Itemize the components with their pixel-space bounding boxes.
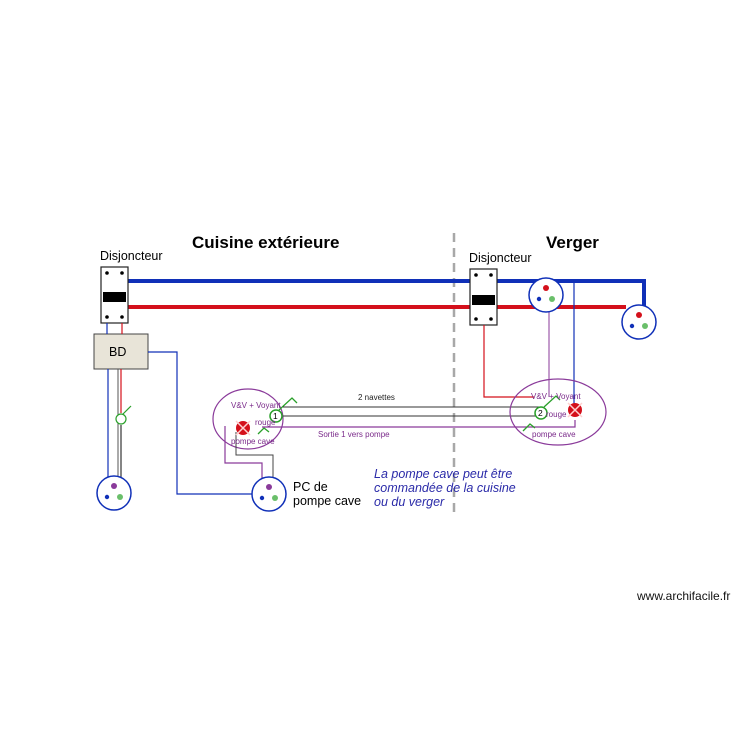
two-way-switch-1 bbox=[269, 409, 283, 423]
switch-left-pompe-cave: pompe cave bbox=[231, 437, 275, 446]
switch-right-vv-label: V&V + Voyant bbox=[531, 392, 581, 401]
title-cuisine-exterieure: Cuisine extérieure bbox=[192, 233, 339, 252]
breaker-right-label: Disjoncteur bbox=[469, 251, 532, 265]
switch-left-vv-label: V&V + Voyant bbox=[231, 401, 281, 410]
outlet-verger-1 bbox=[528, 277, 564, 313]
two-way-switch-2-number: 2 bbox=[538, 408, 543, 418]
outlet-left bbox=[96, 475, 132, 511]
title-verger: Verger bbox=[546, 233, 599, 252]
switch-left-lever bbox=[122, 405, 132, 415]
watermark: www.archifacile.fr bbox=[636, 589, 730, 603]
indicator-lamp-left bbox=[235, 420, 251, 436]
switch-group-right bbox=[509, 378, 607, 446]
two-way-switch-2 bbox=[534, 406, 548, 420]
two-way-switch-2-tick bbox=[522, 423, 536, 432]
wire-phase-right-down bbox=[483, 325, 534, 398]
pc-label-line2: pompe cave bbox=[293, 494, 361, 508]
indicator-lamp-right bbox=[567, 402, 583, 418]
outlet-verger-2 bbox=[621, 304, 657, 340]
note-line2: commandée de la cuisine bbox=[374, 481, 516, 495]
light-switch-left bbox=[115, 413, 127, 425]
wire-bd-to-pc bbox=[148, 351, 252, 495]
breaker-left-label: Disjoncteur bbox=[100, 249, 163, 263]
neutral-main-line bbox=[128, 279, 646, 308]
note-line3: ou du verger bbox=[374, 495, 445, 509]
sortie-label: Sortie 1 vers pompe bbox=[318, 430, 390, 439]
two-way-switch-1-lever bbox=[278, 397, 298, 411]
switch-right-pompe-cave: pompe cave bbox=[532, 430, 576, 439]
bd-box-label: BD bbox=[109, 345, 126, 359]
wire-dark-left-loop bbox=[235, 432, 274, 478]
note-line1: La pompe cave peut être bbox=[374, 467, 512, 481]
switch-left-rouge: rouge bbox=[255, 418, 276, 427]
breaker-right bbox=[469, 268, 498, 326]
wire-sortie-pompe bbox=[262, 420, 576, 428]
switch-right-rouge: rouge bbox=[546, 410, 567, 419]
outlet-pompe-cave bbox=[251, 476, 287, 512]
two-way-switch-2-lever bbox=[543, 395, 561, 408]
switch-group-left bbox=[212, 388, 284, 450]
breaker-left bbox=[100, 266, 129, 324]
two-way-switch-1-tick bbox=[257, 427, 270, 435]
navettes-label: 2 navettes bbox=[358, 393, 395, 402]
pc-label-line1: PC de bbox=[293, 480, 328, 494]
two-way-switch-1-number: 1 bbox=[273, 411, 278, 421]
wire-purple-left-loop bbox=[224, 426, 263, 478]
